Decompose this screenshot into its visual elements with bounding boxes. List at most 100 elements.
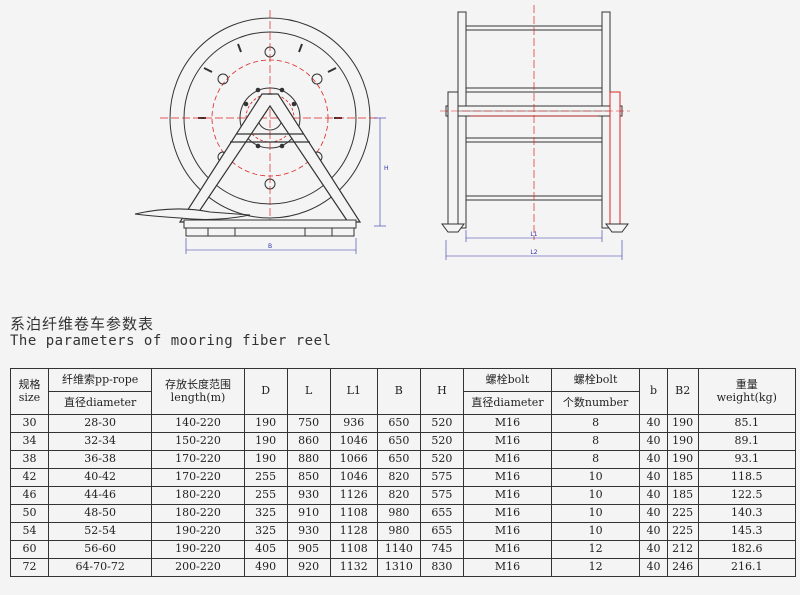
cell-rope-diameter: 32-34 xyxy=(47,432,153,451)
header-bolt-count: 螺栓bolt xyxy=(551,368,641,392)
cell-bolt-diameter: M16 xyxy=(462,414,553,433)
cell-rope-diameter: 36-38 xyxy=(47,450,153,469)
cell-rope-diameter: 64-70-72 xyxy=(47,558,153,577)
title-chinese: 系泊纤维卷车参数表 xyxy=(10,315,155,333)
header-bolt: 螺栓bolt xyxy=(462,368,553,392)
front-base xyxy=(183,219,357,237)
cell-B2: 225 xyxy=(666,522,699,541)
cell-L: 930 xyxy=(286,522,331,541)
cell-bolt-diameter: M16 xyxy=(462,558,553,577)
header-B2: B2 xyxy=(666,368,699,415)
header-weight-en: weight(kg) xyxy=(716,390,777,404)
cell-L1: 1132 xyxy=(329,558,378,577)
cell-length: 150-220 xyxy=(151,432,245,451)
cell-H: 520 xyxy=(419,432,464,451)
right-flange xyxy=(601,11,611,229)
cell-size: 38 xyxy=(10,450,49,469)
cell-rope-diameter: 52-54 xyxy=(47,522,153,541)
cell-weight: 182.6 xyxy=(697,540,797,559)
cell-b: 40 xyxy=(639,522,668,541)
cell-size: 72 xyxy=(10,558,49,577)
a-frame-stand xyxy=(178,93,362,223)
cell-bolt-number: 8 xyxy=(551,432,641,451)
cell-H: 575 xyxy=(419,468,464,487)
header-length-cn: 存放长度范围 xyxy=(165,377,232,391)
cell-B2: 212 xyxy=(666,540,699,559)
cell-b: 40 xyxy=(639,558,668,577)
header-rope-diameter: 直径diameter xyxy=(47,391,153,415)
cell-size: 54 xyxy=(10,522,49,541)
cell-B2: 190 xyxy=(666,414,699,433)
cell-L1: 1126 xyxy=(329,486,378,505)
cell-D: 405 xyxy=(243,540,288,559)
cell-L: 910 xyxy=(286,504,331,523)
cell-rope-diameter: 44-46 xyxy=(47,486,153,505)
cell-L: 850 xyxy=(286,468,331,487)
brake-lever xyxy=(134,208,251,220)
cell-L: 860 xyxy=(286,432,331,451)
cell-B: 650 xyxy=(376,414,421,433)
cell-rope-diameter: 28-30 xyxy=(47,414,153,433)
header-L: L xyxy=(286,368,331,415)
cell-size: 34 xyxy=(10,432,49,451)
reel-technical-drawing: B H xyxy=(134,5,630,260)
header-rope: 纤维索pp-rope xyxy=(47,368,153,392)
cell-B: 980 xyxy=(376,504,421,523)
cell-H: 520 xyxy=(419,414,464,433)
cell-L1: 1108 xyxy=(329,504,378,523)
cell-B: 820 xyxy=(376,486,421,505)
cell-L1: 1046 xyxy=(329,468,378,487)
cell-rope-diameter: 48-50 xyxy=(47,504,153,523)
cell-L1: 1046 xyxy=(329,432,378,451)
front-dimensions xyxy=(185,117,386,254)
cell-bolt-number: 8 xyxy=(551,450,641,469)
table-header-row-2: 直径diameter 直径diameter 个数number xyxy=(11,391,796,415)
cell-B: 650 xyxy=(376,450,421,469)
cell-B: 1140 xyxy=(376,540,421,559)
cell-L: 880 xyxy=(286,450,331,469)
cell-L1: 1128 xyxy=(329,522,378,541)
cell-bolt-number: 12 xyxy=(551,540,641,559)
cell-weight: 145.3 xyxy=(697,522,797,541)
cell-bolt-diameter: M16 xyxy=(462,522,553,541)
header-L1: L1 xyxy=(329,368,378,415)
cell-bolt-number: 10 xyxy=(551,522,641,541)
header-weight: 重量 weight(kg) xyxy=(697,368,797,415)
cell-bolt-diameter: M16 xyxy=(462,504,553,523)
cell-bolt-number: 10 xyxy=(551,486,641,505)
header-bolt-number: 个数number xyxy=(551,391,641,415)
cell-B2: 185 xyxy=(666,486,699,505)
front-dim-height-label: H xyxy=(384,165,389,172)
cell-b: 40 xyxy=(639,486,668,505)
cell-bolt-number: 8 xyxy=(551,414,641,433)
cell-bolt-diameter: M16 xyxy=(462,540,553,559)
cell-size: 42 xyxy=(10,468,49,487)
cell-B2: 246 xyxy=(666,558,699,577)
header-size: 规格 size xyxy=(10,368,49,415)
cell-H: 575 xyxy=(419,486,464,505)
cell-b: 40 xyxy=(639,468,668,487)
title-english: The parameters of mooring fiber reel xyxy=(10,333,332,349)
cell-length: 190-220 xyxy=(151,540,245,559)
header-size-cn: 规格 xyxy=(18,377,41,391)
cell-size: 60 xyxy=(10,540,49,559)
cell-bolt-diameter: M16 xyxy=(462,450,553,469)
cell-length: 200-220 xyxy=(151,558,245,577)
cell-bolt-number: 10 xyxy=(551,468,641,487)
header-size-en: size xyxy=(18,390,41,404)
header-length: 存放长度范围 length(m) xyxy=(151,368,245,415)
cell-D: 490 xyxy=(243,558,288,577)
header-D: D xyxy=(243,368,288,415)
cell-b: 40 xyxy=(639,504,668,523)
cell-L1: 1066 xyxy=(329,450,378,469)
cell-H: 520 xyxy=(419,450,464,469)
side-view xyxy=(440,5,630,260)
cell-length: 190-220 xyxy=(151,522,245,541)
